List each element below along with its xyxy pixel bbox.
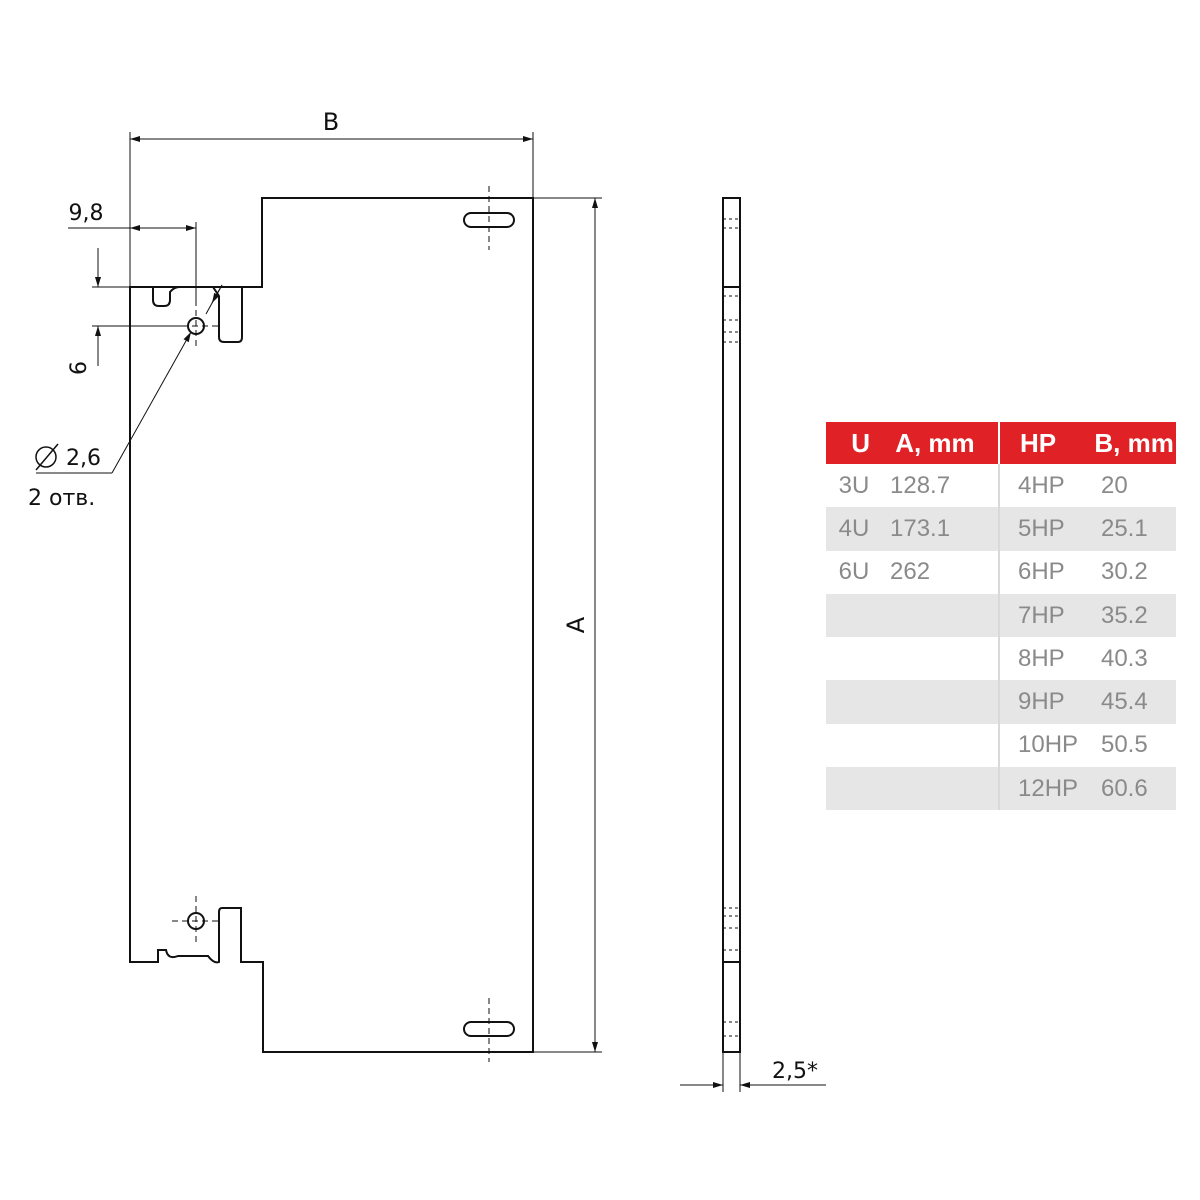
dim-label-b: B — [323, 108, 339, 136]
cell-hp: 9HP — [1018, 688, 1065, 716]
cell-hp: 10HP — [1018, 731, 1079, 759]
table-body: 3U 128.7 4HP 20 4U 173.1 5HP 25.1 6U 262 6HP 30.2 7H… — [826, 464, 1176, 811]
cell-b: 50.5 — [1100, 731, 1148, 759]
cell-u: 4U — [838, 514, 870, 542]
cell-hp: 5HP — [1018, 514, 1065, 542]
panel-outline — [129, 197, 534, 1053]
diameter-icon — [35, 443, 59, 471]
dim-label-thickness: 2,5* — [772, 1059, 818, 1084]
cell-b: 45.4 — [1100, 688, 1148, 716]
table-row: 12HP 60.6 — [826, 767, 1176, 811]
dim-label-vertical: 6 — [67, 361, 92, 375]
top-left-notch — [152, 286, 243, 343]
header-b: B, mm — [1094, 427, 1174, 458]
cell-a: 173.1 — [890, 514, 951, 542]
cell-b: 40.3 — [1100, 644, 1148, 672]
cell-b: 30.2 — [1100, 558, 1148, 586]
side-view — [722, 197, 741, 1053]
dim-label-a: A — [562, 616, 590, 633]
cell-u: 6U — [838, 558, 870, 586]
cell-a: 262 — [890, 558, 931, 586]
cell-hp: 8HP — [1018, 644, 1065, 672]
header-u: U — [851, 427, 870, 458]
table-row: 6U 262 6HP 30.2 — [826, 550, 1176, 594]
cell-hp: 12HP — [1018, 774, 1079, 802]
table-row: 9HP 45.4 — [826, 680, 1176, 724]
table-header: U A, mm HP B, mm — [826, 422, 1176, 464]
cell-hp: 7HP — [1018, 601, 1065, 629]
table-row: 7HP 35.2 — [826, 593, 1176, 638]
cell-b: 35.2 — [1100, 601, 1148, 629]
cell-a: 128.7 — [890, 471, 951, 499]
header-hp: HP — [1020, 427, 1057, 458]
cell-hp: 6HP — [1018, 558, 1065, 586]
dim-label-offset: 9,8 — [69, 201, 104, 226]
header-a: A, mm — [895, 427, 975, 458]
cell-u: 3U — [838, 471, 870, 499]
table-row: 4U 173.1 5HP 25.1 — [826, 507, 1176, 551]
spec-table: U A, mm HP B, mm 3U 128.7 4HP 20 4U 173.1 5HP 2… — [826, 422, 1176, 811]
dim-label-hole-count: 2 отв. — [28, 486, 95, 511]
cell-hp: 4HP — [1018, 471, 1065, 499]
cell-b: 20 — [1100, 471, 1128, 499]
dim-label-hole-diameter: 2,6 — [66, 446, 101, 471]
cell-b: 25.1 — [1100, 514, 1148, 542]
table-row: 8HP 40.3 — [826, 637, 1176, 681]
table-row: 3U 128.7 4HP 20 — [826, 464, 1176, 508]
cell-b: 60.6 — [1100, 774, 1148, 802]
table-row: 10HP 50.5 — [826, 723, 1176, 768]
